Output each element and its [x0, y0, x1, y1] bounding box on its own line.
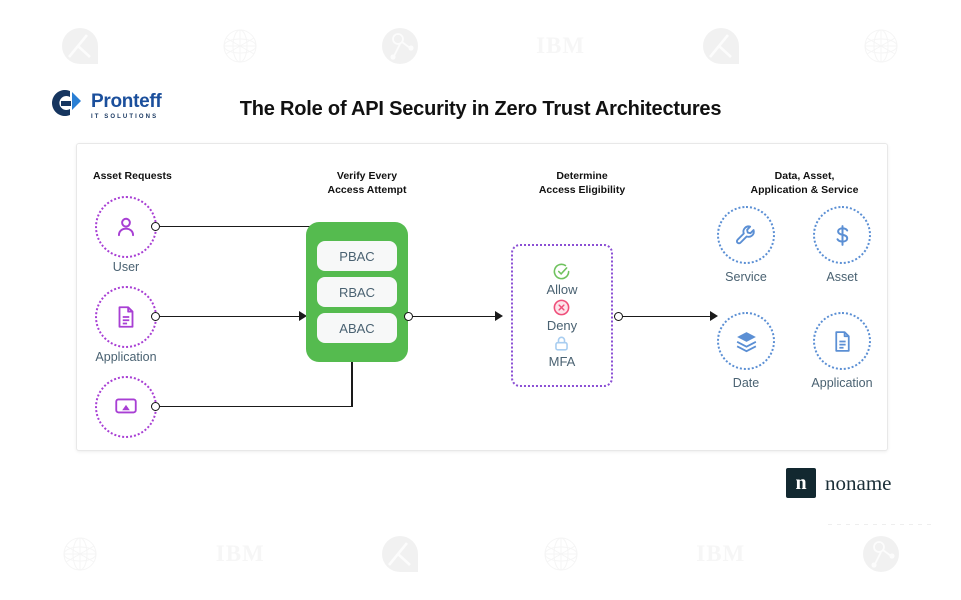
column-title-determine-eligibility: Determine Access Eligibility — [538, 170, 626, 197]
brand-name: Pronteff — [91, 90, 162, 112]
decision-deny[interactable]: Deny — [547, 298, 577, 333]
check-circle-icon — [554, 263, 570, 280]
decision-label-deny: Deny — [546, 318, 578, 333]
background-artifact — [828, 524, 933, 525]
resource-label-date: Date — [732, 376, 760, 390]
watermark-ibm: IBM — [481, 33, 641, 59]
watermark-sphere-mesh-mark — [0, 532, 160, 576]
connector-line-policy-h — [412, 315, 497, 318]
application-circle — [95, 286, 157, 348]
column-title-verify-access: Verify Every Access Attempt — [327, 170, 407, 197]
connector-line-device-h — [159, 405, 353, 408]
noname-wordmark: noname — [825, 470, 892, 495]
policy-pill-abac[interactable]: ABAC — [317, 313, 397, 343]
watermark-row-bottom: IBM IBM — [0, 516, 961, 592]
policy-engine-box[interactable]: PBAC RBAC ABAC — [306, 222, 408, 362]
watermark-sphere-mesh-mark — [481, 532, 641, 576]
user-circle — [95, 196, 157, 258]
connector-arrow-eligibility — [710, 311, 718, 321]
eligibility-box[interactable]: Allow Deny MFA — [511, 244, 613, 387]
resource-node-application[interactable]: Application — [811, 312, 873, 390]
resource-node-asset[interactable]: Asset — [813, 206, 871, 284]
requester-node-user[interactable]: User — [95, 196, 157, 274]
brand-logo: Pronteff IT SOLUTIONS — [48, 88, 162, 123]
watermark-alpha-mark — [0, 26, 160, 66]
requester-node-application[interactable]: Application — [95, 286, 157, 364]
asset-circle — [813, 206, 871, 264]
wrench-icon — [735, 224, 755, 244]
resource-label-asset: Asset — [826, 270, 858, 284]
resource-node-service[interactable]: Service — [717, 206, 775, 284]
resource-label-service: Service — [725, 270, 767, 284]
connector-arrow-policy — [495, 311, 503, 321]
x-circle-icon — [554, 299, 570, 316]
decision-mfa[interactable]: MFA — [548, 334, 576, 369]
decision-allow[interactable]: Allow — [546, 262, 578, 297]
decision-label-mfa: MFA — [548, 354, 576, 369]
watermark-ibm-text: IBM — [696, 541, 746, 566]
watermark-ibm-text: IBM — [536, 33, 586, 58]
watermark-ibm: IBM — [160, 541, 320, 567]
lock-icon — [555, 336, 569, 351]
decision-label-allow: Allow — [546, 282, 578, 297]
document-icon — [834, 330, 850, 352]
watermark-molecule-mark — [801, 534, 961, 574]
resource-application-circle — [813, 312, 871, 370]
document-icon — [118, 306, 134, 328]
resource-label-application: Application — [811, 376, 873, 390]
policy-pill-pbac[interactable]: PBAC — [317, 241, 397, 271]
diagram-card: Asset Requests Verify Every Access Attem… — [76, 143, 888, 451]
watermark-sphere-mesh-mark — [160, 24, 320, 68]
date-circle — [717, 312, 775, 370]
watermark-ibm: IBM — [641, 541, 801, 567]
requester-label-application: Application — [95, 350, 157, 364]
brand-tagline: IT SOLUTIONS — [91, 113, 159, 120]
requester-node-device[interactable] — [95, 376, 157, 438]
noname-logo: n noname — [786, 468, 891, 498]
connector-line-device-v — [351, 348, 353, 407]
device-circle — [95, 376, 157, 438]
watermark-molecule-mark — [320, 26, 480, 66]
watermark-alpha-mark — [641, 26, 801, 66]
pronteff-e-logo-icon — [48, 88, 84, 123]
watermark-row-top: IBM — [0, 8, 961, 84]
layers-icon — [736, 331, 756, 352]
requester-label-user: User — [112, 260, 140, 274]
column-title-asset-requests: Asset Requests — [93, 170, 172, 182]
noname-mark-icon: n — [786, 468, 816, 498]
connector-arrow-application — [299, 311, 307, 321]
column-title-data-asset: Data, Asset, Application & Service — [750, 170, 859, 197]
connector-line-user-h — [159, 225, 353, 228]
watermark-alpha-mark — [320, 534, 480, 574]
connector-line-application-h — [159, 315, 301, 318]
user-icon — [117, 217, 135, 237]
service-circle — [717, 206, 775, 264]
watermark-ibm-text: IBM — [215, 541, 265, 566]
dollar-icon — [836, 224, 848, 246]
policy-pill-rbac[interactable]: RBAC — [317, 277, 397, 307]
connector-line-eligibility-h — [622, 315, 712, 318]
watermark-sphere-mesh-mark — [801, 24, 961, 68]
device-screen-icon — [115, 398, 137, 414]
resource-node-date[interactable]: Date — [717, 312, 775, 390]
page-title: The Role of API Security in Zero Trust A… — [239, 98, 722, 120]
